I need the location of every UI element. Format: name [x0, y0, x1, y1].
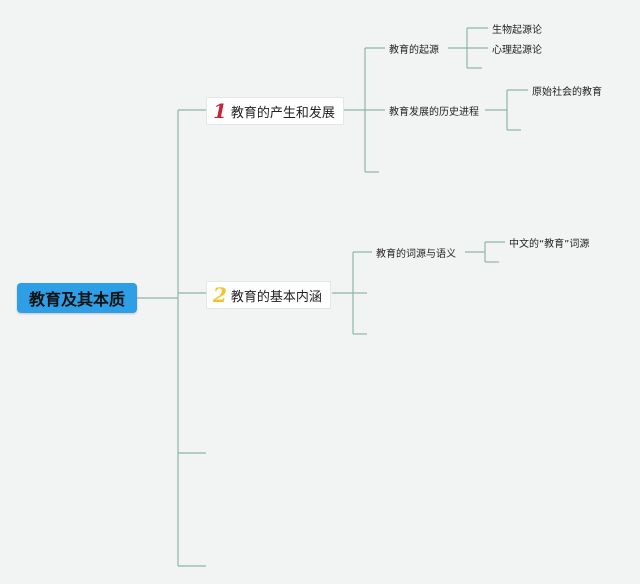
leaf-primitive-society-education[interactable]: 原始社会的教育 — [532, 83, 602, 98]
branch-node-1[interactable]: 1 教育的产生和发展 — [206, 97, 344, 125]
topic-etymology[interactable]: 教育的词源与语义 — [376, 245, 456, 260]
branch-node-2[interactable]: 2 教育的基本内涵 — [206, 281, 331, 309]
leaf-psychological-origin-label: 心理起源论 — [492, 45, 542, 56]
leaf-chinese-etymology[interactable]: 中文的“教育”词源 — [509, 235, 589, 250]
leaf-biological-origin-label: 生物起源论 — [492, 25, 542, 36]
topic-history[interactable]: 教育发展的历史进程 — [389, 103, 479, 118]
topic-history-label: 教育发展的历史进程 — [389, 107, 479, 118]
leaf-chinese-etymology-label: 中文的“教育”词源 — [509, 239, 590, 250]
branch-label-2: 教育的基本内涵 — [230, 289, 322, 305]
leaf-biological-origin[interactable]: 生物起源论 — [492, 21, 542, 36]
root-node[interactable]: 教育及其本质 — [17, 283, 137, 313]
topic-etymology-label: 教育的词源与语义 — [376, 249, 456, 260]
topic-origin-label: 教育的起源 — [389, 45, 439, 56]
branch-label-1: 教育的产生和发展 — [230, 105, 335, 121]
branch-number-1: 1 — [213, 99, 227, 123]
topic-origin[interactable]: 教育的起源 — [389, 41, 439, 56]
branch-number-2: 2 — [213, 283, 227, 307]
leaf-psychological-origin[interactable]: 心理起源论 — [492, 41, 542, 56]
root-label: 教育及其本质 — [28, 290, 125, 309]
leaf-primitive-society-education-label: 原始社会的教育 — [532, 87, 602, 98]
